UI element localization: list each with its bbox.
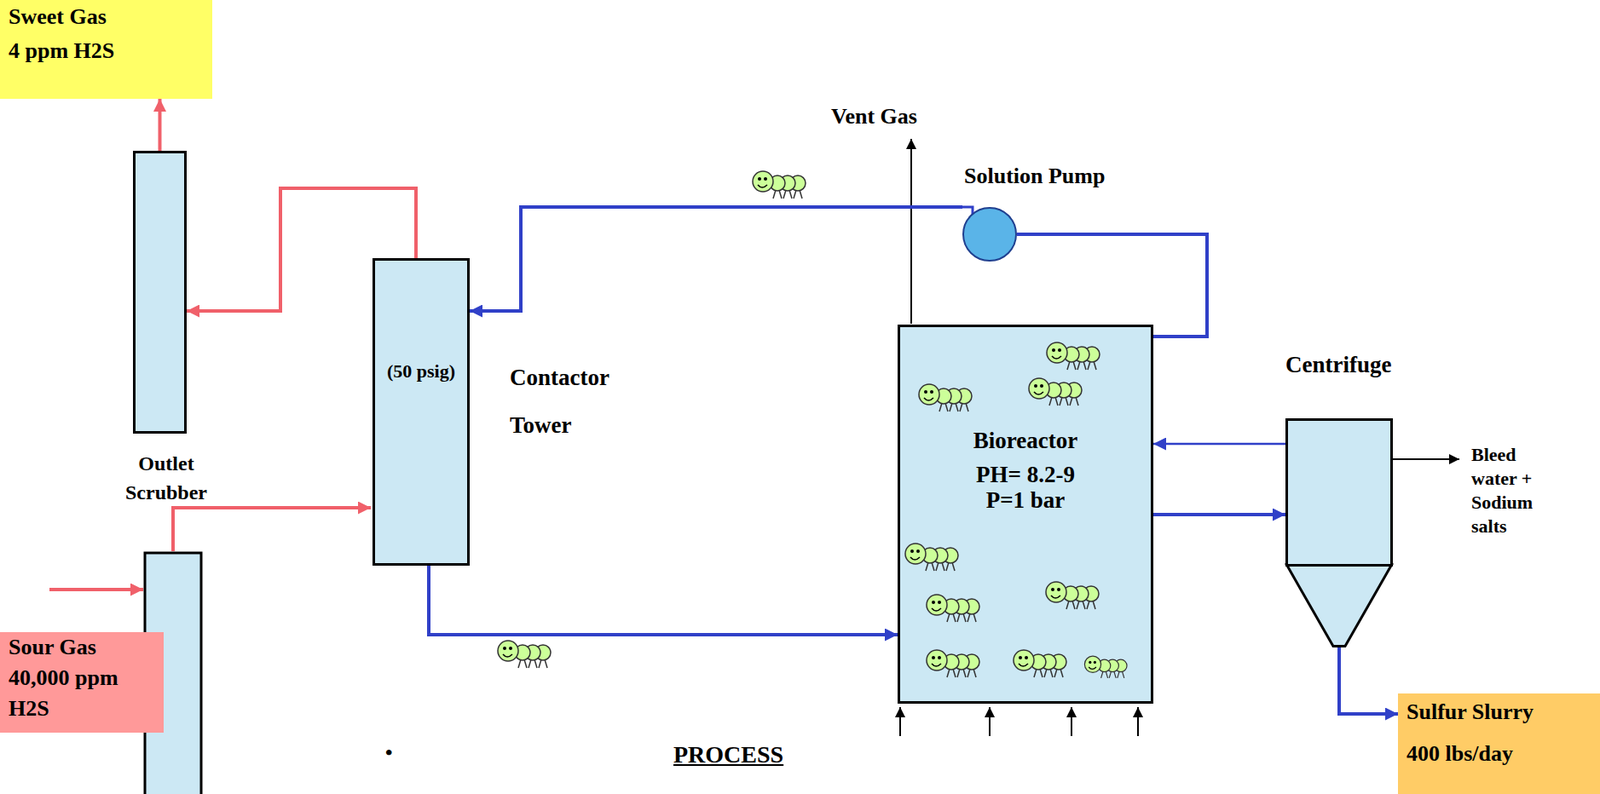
solution-pump: Solution Pump <box>962 207 1017 262</box>
microbe-icon <box>497 641 551 669</box>
contactor-tower: (50 psig)Contactor Tower <box>372 258 470 567</box>
bioreactor-tank: BioreactorPH= 8.2-9 P=1 bar <box>897 324 1154 705</box>
vent-label: Vent Gas <box>831 103 918 130</box>
microbe-icon <box>926 594 980 623</box>
microbe-icon <box>926 650 980 678</box>
gas-name: Sour Gas <box>8 632 156 664</box>
sour-gas-inlet-arrow <box>49 588 144 592</box>
sour-gas-feed-line <box>173 508 371 552</box>
section-heading: PROCESS <box>673 741 784 769</box>
product-name: Sulfur Slurry <box>1406 698 1592 726</box>
flow-line <box>1153 513 1286 517</box>
outlet-scrubber: Outlet Scrubber <box>132 150 187 434</box>
bleed-label: Bleed water + Sodium salts <box>1471 443 1557 539</box>
microbe-icon <box>752 171 806 199</box>
operating-conditions: PH= 8.2-9 P=1 bar <box>965 462 1086 514</box>
vessel-label: Contactor Tower <box>509 353 630 450</box>
pump-label: Solution Pump <box>964 163 1105 190</box>
product-rate: 400 lbs/day <box>1406 740 1592 768</box>
flow-line <box>1153 443 1286 446</box>
microbe-icon <box>1028 378 1082 406</box>
centrifuge-bowl <box>1287 420 1393 567</box>
vessel-label: Centrifuge <box>1285 352 1392 379</box>
feed-gas-box: Sour Gas40,000 ppm H2S <box>0 632 164 734</box>
flow-line <box>158 98 162 151</box>
flow-line <box>428 566 898 636</box>
vessel-label: Outlet Scrubber <box>119 449 214 508</box>
vent-gas-arrow <box>910 138 913 324</box>
gas-spec: 40,000 ppm H2S <box>8 663 145 725</box>
bleed-arrow <box>1392 458 1460 461</box>
centrifuge-cone <box>1287 565 1393 647</box>
microbe-icon <box>918 384 972 412</box>
centrifuge-body <box>1285 418 1393 648</box>
flow-line <box>469 207 963 312</box>
gas-name: Sweet Gas <box>8 3 204 30</box>
pressure-note: (50 psig) <box>375 360 468 383</box>
microbe-icon <box>1013 650 1067 678</box>
microbe-icon <box>1045 582 1099 610</box>
air-inlet-arrows <box>900 707 1138 737</box>
centrifuge: Centrifuge <box>1285 418 1393 648</box>
gas-spec: 4 ppm H2S <box>8 37 204 64</box>
microbe-group <box>900 327 1151 702</box>
bullet-mark: • <box>385 741 393 765</box>
microbe-icon <box>1084 656 1127 679</box>
vessel-label: Bioreactor <box>973 427 1078 454</box>
flow-line <box>1339 647 1398 715</box>
product-gas-box: Sweet Gas 4 ppm H2S <box>0 0 213 99</box>
microbe-icon <box>1046 342 1100 370</box>
microbe-icon <box>905 543 959 572</box>
product-slurry-box: Sulfur Slurry 400 lbs/day <box>1397 693 1600 794</box>
flow-line <box>1016 234 1208 337</box>
